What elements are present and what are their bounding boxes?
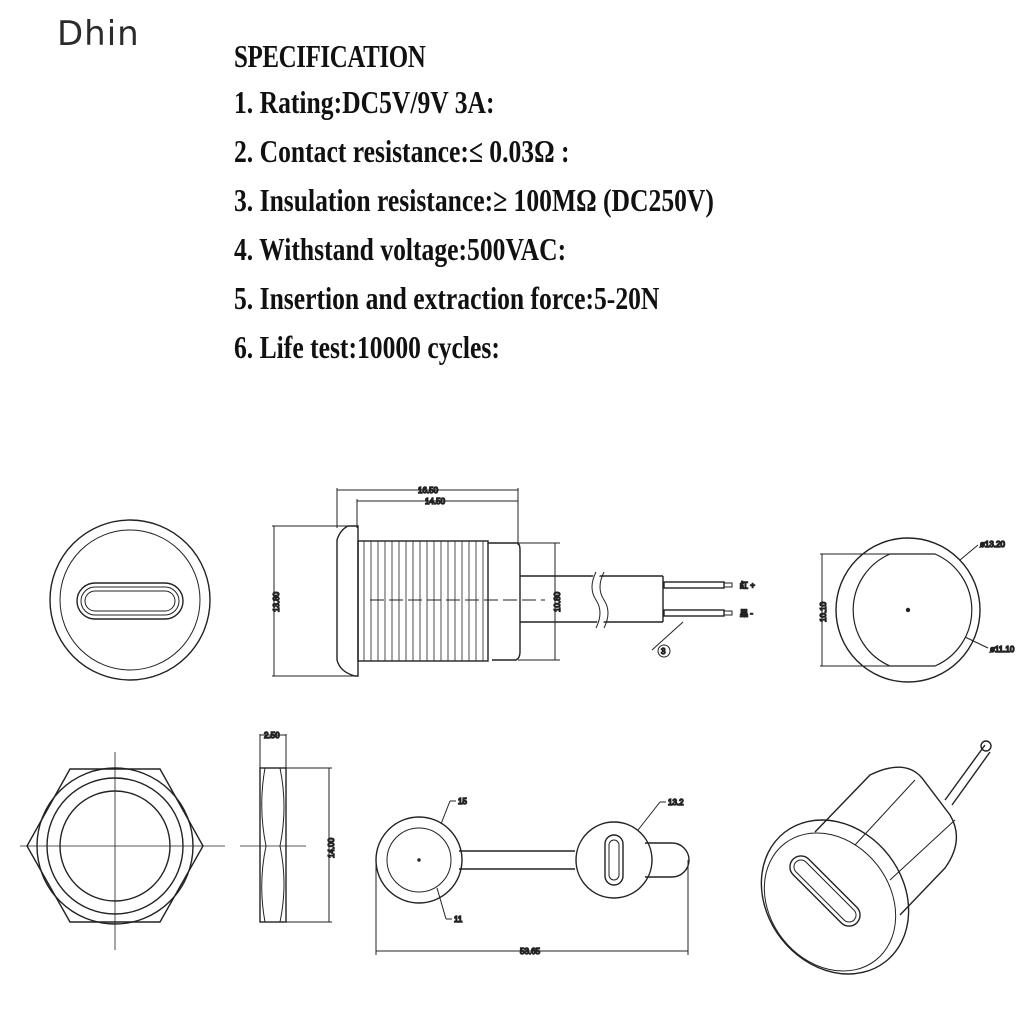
spec-item-insulation-resistance: 3. Insulation resistance:≥ 100MΩ (DC250V… bbox=[234, 182, 714, 218]
dim-inner-diameter: ø11.10 bbox=[990, 645, 1015, 654]
wire-label-negative: 黑 - bbox=[740, 609, 753, 618]
specification-block: SPECIFICATION 1. Rating:DC5V/9V 3A: 2. C… bbox=[234, 34, 834, 372]
dim-cap-diameter: 13.2 bbox=[668, 798, 684, 807]
spec-item-rating: 1. Rating:DC5V/9V 3A: bbox=[234, 84, 495, 120]
dim-outer-diameter: ø13.20 bbox=[980, 540, 1005, 549]
dim-flange-height: 13.80 bbox=[272, 591, 281, 612]
spec-item-insertion-force: 5. Insertion and extraction force:5-20N bbox=[234, 280, 660, 316]
wire-label-positive: 红 + bbox=[740, 580, 755, 590]
front-view-drawing bbox=[49, 519, 211, 681]
dim-flat-height: 10.10 bbox=[819, 601, 828, 622]
dust-cap-drawing: 15 11 13.2 53.65 bbox=[375, 796, 690, 957]
dim-ring-inner: 11 bbox=[454, 915, 463, 924]
side-view-drawing: 16.50 14.50 13.80 10.80 bbox=[271, 485, 756, 677]
dim-nut-thickness: 2.50 bbox=[264, 731, 280, 740]
dim-overall-length: 16.50 bbox=[418, 486, 439, 495]
brand-logo: Dhin bbox=[57, 14, 140, 54]
hex-nut-side-drawing: 2.50 14.00 bbox=[240, 730, 337, 923]
spec-item-withstand-voltage: 4. Withstand voltage:500VAC: bbox=[234, 231, 567, 267]
dim-total-length: 53.65 bbox=[520, 947, 541, 956]
dim-thread-length: 14.50 bbox=[425, 497, 446, 506]
back-view-drawing: 10.10 ø13.20 ø11.10 bbox=[818, 537, 1016, 683]
dim-nut-height: 14.00 bbox=[327, 837, 336, 858]
spec-item-contact-resistance: 2. Contact resistance:≤ 0.03Ω : bbox=[234, 133, 570, 169]
callout-number: 3 bbox=[661, 647, 666, 656]
dim-body-height: 10.80 bbox=[553, 591, 562, 612]
dim-ring-outer: 15 bbox=[458, 797, 467, 806]
spec-title: SPECIFICATION bbox=[234, 38, 426, 74]
hex-nut-drawing bbox=[20, 752, 225, 950]
isometric-view-drawing bbox=[760, 740, 992, 975]
spec-item-life-test: 6. Life test:10000 cycles: bbox=[234, 329, 500, 365]
